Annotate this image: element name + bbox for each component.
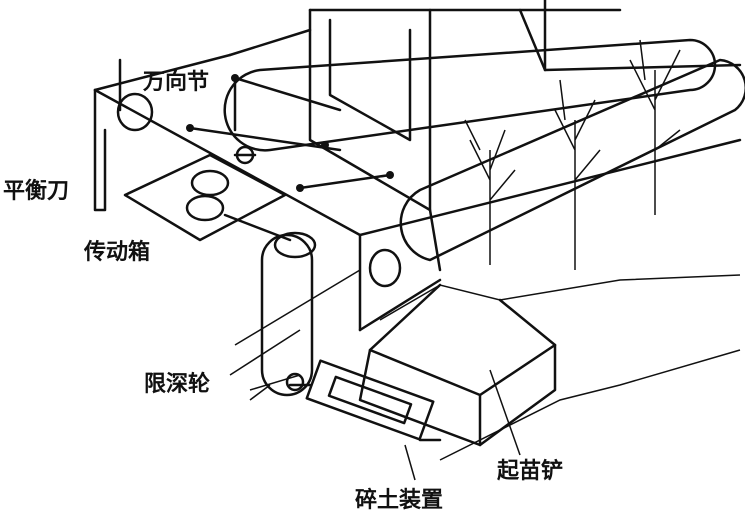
label-universal-joint: 万向节 bbox=[143, 70, 210, 95]
label-gearbox: 传动箱 bbox=[84, 240, 151, 265]
balance-knife bbox=[93, 58, 154, 212]
crawler-track-rear bbox=[223, 38, 717, 152]
depth-wheel bbox=[368, 248, 402, 288]
label-depth-wheel: 限深轮 bbox=[144, 372, 211, 397]
label-balance-knife: 平衡刀 bbox=[3, 179, 70, 204]
drive-belt bbox=[260, 231, 317, 397]
label-lifting-shovel: 起苗铲 bbox=[497, 459, 564, 484]
gearbox bbox=[123, 153, 292, 242]
shovel-trench bbox=[358, 283, 557, 447]
leader-lines bbox=[229, 269, 521, 481]
crawler-track-front bbox=[399, 58, 745, 262]
ground bbox=[249, 274, 741, 461]
label-soil-crusher: 碎土装置 bbox=[355, 488, 444, 511]
tractor-body bbox=[93, 0, 742, 332]
seedlings bbox=[464, 39, 681, 270]
universal-joint-linkage bbox=[186, 74, 394, 192]
